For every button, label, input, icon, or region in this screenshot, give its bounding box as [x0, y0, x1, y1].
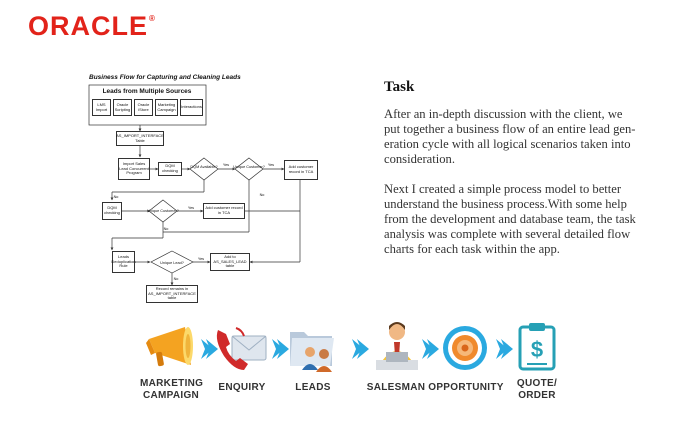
arrow-icon [272, 339, 289, 359]
source-box: Interactions [180, 99, 203, 116]
add-customer-tca-box-2: Add customer record in TCA [203, 203, 245, 219]
no-label-3: No [260, 193, 265, 197]
diamond-unique-lead: Unique Lead? [160, 261, 184, 265]
add-customer-tca-box-1: Add customer record in TCA [284, 160, 318, 180]
task-paragraph-2: Next I created a simple process model to… [384, 182, 636, 256]
task-paragraph-1: After an in-depth discussion with the cl… [384, 107, 636, 166]
target-icon [443, 326, 487, 370]
dedup-rule-box: Leads Deduplication Rule [111, 251, 136, 273]
clipboard-dollar-icon: $ [518, 323, 556, 371]
source-box: LMS Import [92, 99, 111, 116]
arrow-icon [201, 339, 218, 359]
no-label-4: No [174, 277, 179, 281]
import-interface-table: AS_IMPORT_INTERFACE Table [116, 131, 164, 146]
no-label-2: No [164, 227, 169, 231]
yes-label-2: Yes [268, 163, 274, 167]
flowchart-title: Business Flow for Capturing and Cleaning… [89, 74, 241, 81]
arrow-icon [422, 339, 439, 359]
no-label-1: No [114, 195, 119, 199]
arrow-icon [352, 339, 369, 359]
record-remains-box: Record remains in AS_IMPORT_INTERFACE ta… [146, 285, 198, 303]
phone-mail-icon [216, 327, 267, 370]
yes-label-1: Yes [223, 163, 229, 167]
step-label-quote-order: QUOTE/ORDER [516, 378, 558, 401]
add-sales-lead-box: Add to AS_SALES_LEAD table [210, 253, 250, 271]
dqm-checking-box-1: DQM checking [158, 162, 182, 176]
diamond-dqm-available: DQM Available? [190, 165, 217, 169]
sources-title: Leads from Multiple Sources [102, 88, 192, 95]
diamond-unique-customer-2: Unique Customer? [147, 209, 179, 213]
oracle-logo: ORACLE® [28, 11, 156, 41]
step-label-opportunity: OPPORTUNITY [428, 382, 504, 393]
step-label-leads: LEADS [295, 382, 331, 393]
yes-label-4: Yes [198, 257, 204, 261]
svg-text:$: $ [531, 337, 543, 362]
source-box: Oracle iStore [134, 99, 153, 116]
megaphone-icon [146, 327, 193, 367]
salesman-icon [376, 322, 418, 370]
folder-people-icon [290, 332, 334, 372]
source-box: Marketing Campaign [155, 99, 178, 116]
import-program-box: Import Sales Lead Concurrent Program [118, 158, 150, 180]
arrow-icon [496, 339, 513, 359]
step-label-salesman: SALESMAN [366, 382, 426, 393]
dqm-checking-box-2: DQM checking [102, 202, 122, 220]
step-label-enquiry: ENQUIRY [218, 382, 266, 393]
source-box: Oracle Scripting [113, 99, 132, 116]
diamond-unique-customer-1: Unique Customer? [233, 165, 265, 169]
task-heading: Task [384, 79, 415, 95]
yes-label-3: Yes [188, 206, 194, 210]
